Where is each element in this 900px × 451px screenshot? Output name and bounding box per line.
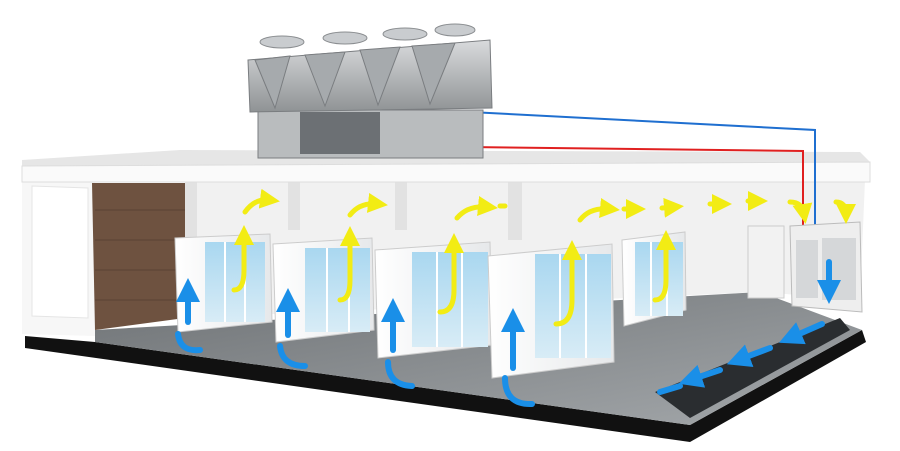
server-rack-row-4 (487, 243, 615, 379)
wood-grain (95, 209, 185, 301)
roof-edge (21, 161, 871, 183)
left-wall-opening (31, 185, 89, 319)
chiller-unit (247, 23, 493, 159)
cold-pipe (469, 111, 816, 226)
return-air-arrows (231, 188, 856, 327)
server-rack-row-5 (621, 231, 687, 327)
server-rack-row-1 (174, 233, 273, 333)
hot-pipe (379, 145, 804, 226)
electrical-cabinet (747, 225, 785, 299)
ceiling-beams (185, 180, 522, 240)
wood-panel (92, 183, 185, 330)
supply-air-arrows (175, 259, 841, 408)
